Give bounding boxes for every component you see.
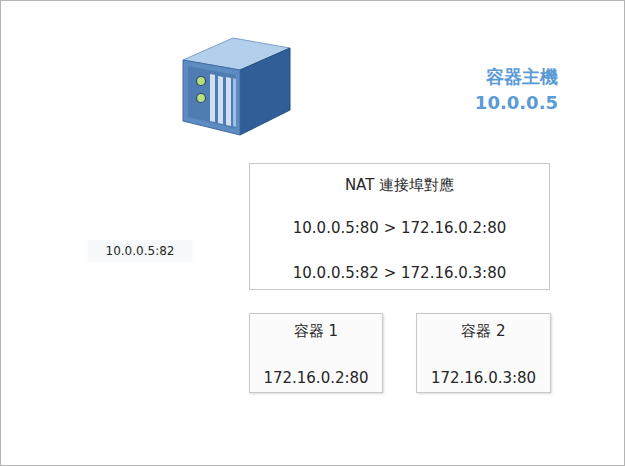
port-mapping: 10.0.0.5:80 > 172.16.0.2:80 (293, 219, 507, 237)
nat-table-box: NAT 連接埠對應 10.0.0.5:80 > 172.16.0.2:80 10.0… (249, 163, 550, 290)
host-title: 容器主機 (486, 66, 558, 88)
host-address: 10.0.0.5 (475, 92, 558, 114)
host-box: 容器主機 10.0.0.5NAT 連接埠對應 10.0.0.5:80 > 172.1… (221, 57, 578, 414)
container-box: 容器 2 172.16.0.3:80 (416, 313, 551, 393)
port-mapping: 10.0.0.5:82 > 172.16.0.3:80 (293, 264, 507, 282)
block-arrow-shape (41, 212, 222, 291)
request-arrow: 10.0.0.5:82 (40, 211, 222, 291)
container-address: 172.16.0.3:80 (431, 369, 536, 387)
server-icon (183, 38, 290, 135)
container-name: 容器 2 (461, 322, 505, 340)
container-name: 容器 1 (294, 322, 338, 340)
host-border (222, 58, 578, 414)
container-box: 容器 1 172.16.0.2:80 (249, 313, 383, 393)
request-address: 10.0.0.5:82 (88, 240, 193, 262)
nat-heading: NAT 連接埠對應 (345, 176, 454, 194)
container-address: 172.16.0.2:80 (263, 369, 368, 387)
